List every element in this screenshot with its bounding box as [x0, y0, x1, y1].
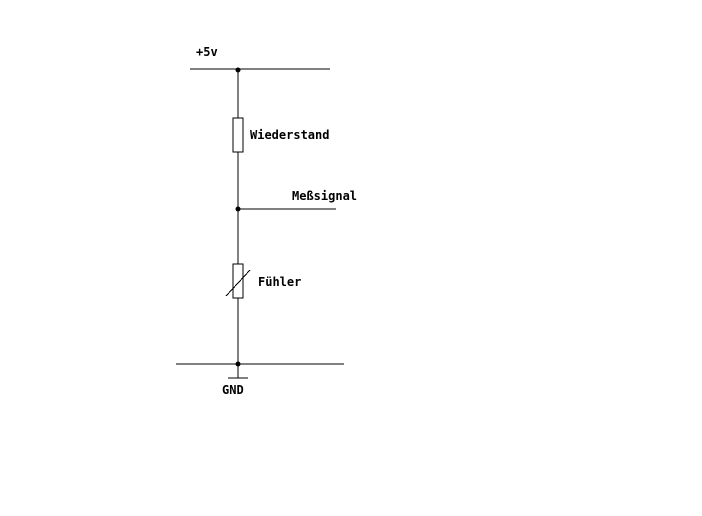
signal-label: Meßsignal: [292, 189, 357, 203]
resistor-symbol: [232, 117, 244, 153]
resistor-label: Wiederstand: [250, 128, 329, 142]
sensor-label: Fühler: [258, 275, 301, 289]
ground-label: GND: [222, 383, 244, 397]
sensor-symbol: [232, 263, 244, 299]
supply-label: +5v: [196, 45, 218, 59]
sensor-variable-slash: [225, 269, 251, 297]
